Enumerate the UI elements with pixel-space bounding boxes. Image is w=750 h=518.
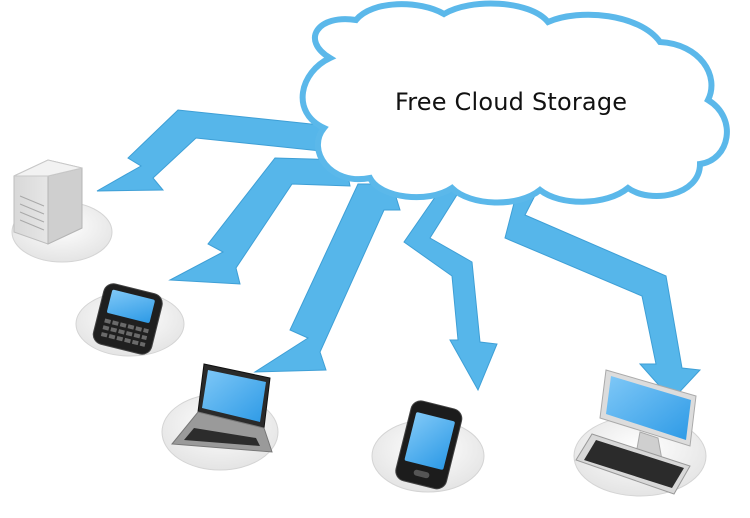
server-device (11, 159, 113, 263)
cloud-shape (299, 0, 730, 206)
cloud-title: Free Cloud Storage (395, 88, 628, 116)
arrow-to-desktop (504, 175, 702, 401)
laptop-device (161, 363, 279, 471)
blackberry-phone-device (75, 283, 185, 357)
smartphone-device (371, 400, 485, 493)
arrow-to-smartphone (403, 189, 498, 392)
desktop-device (573, 369, 707, 497)
arrow-to-blackberry (168, 157, 351, 285)
arrow-to-server (96, 109, 331, 192)
arrow-to-laptop (253, 183, 401, 373)
